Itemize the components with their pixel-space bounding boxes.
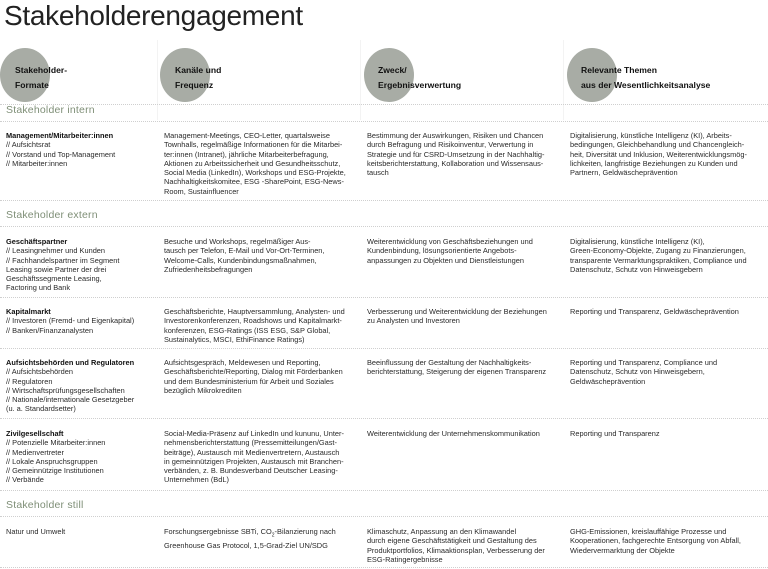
topics-cell: Reporting und Transparenz, Compliance un… [570,358,718,386]
divider [0,200,768,201]
stakeholder-name: Kapitalmarkt [6,307,51,316]
stakeholder-members: // Aufsichtsbehörden // Regulatoren // W… [6,367,135,414]
stakeholder-members: // Aufsichtsrat // Vorstand und Top-Mana… [6,140,116,168]
topics-cell: Digitalisierung, künstliche Intelligenz … [570,131,747,178]
section-heading-still: Stakeholder still [6,499,84,511]
column-divider [563,40,564,120]
stakeholder-members: // Potenzielle Mitarbeiter:innen // Medi… [6,438,106,485]
channels-cell: Management-Meetings, CEO-Letter, quartal… [164,131,346,196]
divider [0,226,768,227]
page-title: Stakeholderengagement [4,0,303,31]
column-header-channels: Kanäle und Frequenz [175,65,222,90]
stakeholder-name: Management/Mitarbeiter:innen [6,131,114,140]
stakeholder-name: Natur und Umwelt [6,527,66,536]
purpose-cell: Klimaschutz, Anpassung an den Klimawande… [367,527,545,564]
channels-cell: Geschäftsberichte, Hauptversammlung, Ana… [164,307,345,344]
column-header-purpose: Zweck/ Ergebnisverwertung [378,65,462,90]
divider [0,516,768,517]
purpose-cell: Verbesserung und Weiterentwicklung der B… [367,307,547,326]
column-header-topics: Relevante Themen aus der Wesentlichkeits… [581,65,711,90]
column-header-formats: Stakeholder- Formate [15,65,68,90]
channels-cell: Aufsichtsgespräch, Meldewesen und Report… [164,358,343,395]
stakeholder-name: Zivilgesellschaft [6,429,64,438]
stakeholder-members: // Leasingnehmer und Kunden // Fachhande… [6,246,120,293]
divider [0,104,768,105]
header-circle-decoration [0,48,50,102]
topics-cell: Digitalisierung, künstliche Intelligenz … [570,237,747,274]
stakeholder-name: Aufsichtsbehörden und Regulatoren [6,358,135,367]
column-divider [157,40,158,120]
header-circle-decoration [364,48,414,102]
section-heading-extern: Stakeholder extern [6,209,98,221]
divider [0,121,768,122]
divider [0,490,768,491]
header-circle-decoration [567,48,617,102]
divider [0,567,768,568]
stakeholder-name: Geschäftspartner [6,237,68,246]
subscript: 2 [271,532,275,539]
channels-text: -Bilanzierung nach Greenhouse Gas Protoc… [164,527,336,550]
section-heading-intern: Stakeholder intern [6,104,95,116]
channels-cell: Social-Media-Präsenz auf LinkedIn und ku… [164,429,344,485]
channels-text: Forschungsergebnisse SBTi, CO [164,527,272,536]
purpose-cell: Weiterentwicklung von Geschäftsbeziehung… [367,237,533,265]
topics-cell: GHG-Emissionen, kreislauffähige Prozesse… [570,527,741,555]
header-circle-decoration [160,48,210,102]
topics-cell: Reporting und Transparenz [570,429,660,438]
divider [0,297,768,298]
divider [0,348,768,349]
stakeholder-members: // Investoren (Fremd- und Eigenkapital) … [6,316,135,335]
channels-cell: Besuche und Workshops, regelmäßiger Aus-… [164,237,325,274]
purpose-cell: Weiterentwicklung der Unternehmenskommun… [367,429,540,438]
purpose-cell: Bestimmung der Auswirkungen, Risiken und… [367,131,545,178]
column-divider [360,40,361,120]
topics-cell: Reporting und Transparenz, Geldwäscheprä… [570,307,739,316]
divider [0,418,768,419]
purpose-cell: Beeinflussung der Gestaltung der Nachhal… [367,358,547,377]
channels-cell: Forschungsergebnisse SBTi, CO2-Bilanzier… [164,527,359,550]
